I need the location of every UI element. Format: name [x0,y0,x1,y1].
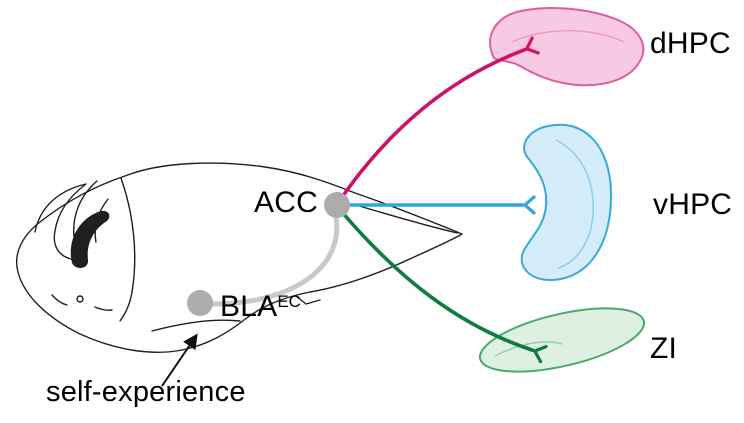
acc-node [324,192,350,218]
detail-mark [94,306,113,311]
dhpc-projection-line [338,48,526,202]
self-experience-label: self-experience [46,376,246,408]
dhpc-inner-line [511,30,625,43]
vhpc-region-shape [520,123,613,282]
bla-label-main: BLA [220,290,278,323]
brainstem-line [151,319,241,332]
zi-region-shape [478,307,646,373]
bla-label: BLAEC [220,291,301,323]
cerebellum-crescent [70,210,110,269]
acc-bla-connection [209,214,340,307]
dhpc-label: dHPC [650,27,731,60]
detail-mark [51,294,68,306]
bla-node [187,290,213,316]
zi-projection-line [340,210,534,352]
bla-label-superscript: EC [277,292,301,311]
vhpc-label: vHPC [653,188,733,221]
dhpc-region-shape [489,7,645,87]
detail-circle [76,295,84,303]
zi-inner-line [494,341,563,357]
zi-terminal-fork-icon [523,344,548,364]
zi-label: ZI [650,332,678,365]
cerebellum-fold [73,180,98,238]
jaw-notch [295,295,321,305]
cerebellum-fold [34,183,87,260]
vhpc-inner-line [555,139,594,269]
acc-label: ACC [254,186,318,219]
brain-silhouette [16,162,463,353]
vhpc-terminal-fork-icon [513,195,536,215]
snout-inner-line [355,204,458,234]
hindbrain-boundary [119,177,136,322]
brain-outline [16,162,463,353]
self-experience-arrow [161,333,198,387]
dhpc-terminal-fork-icon [515,36,540,55]
